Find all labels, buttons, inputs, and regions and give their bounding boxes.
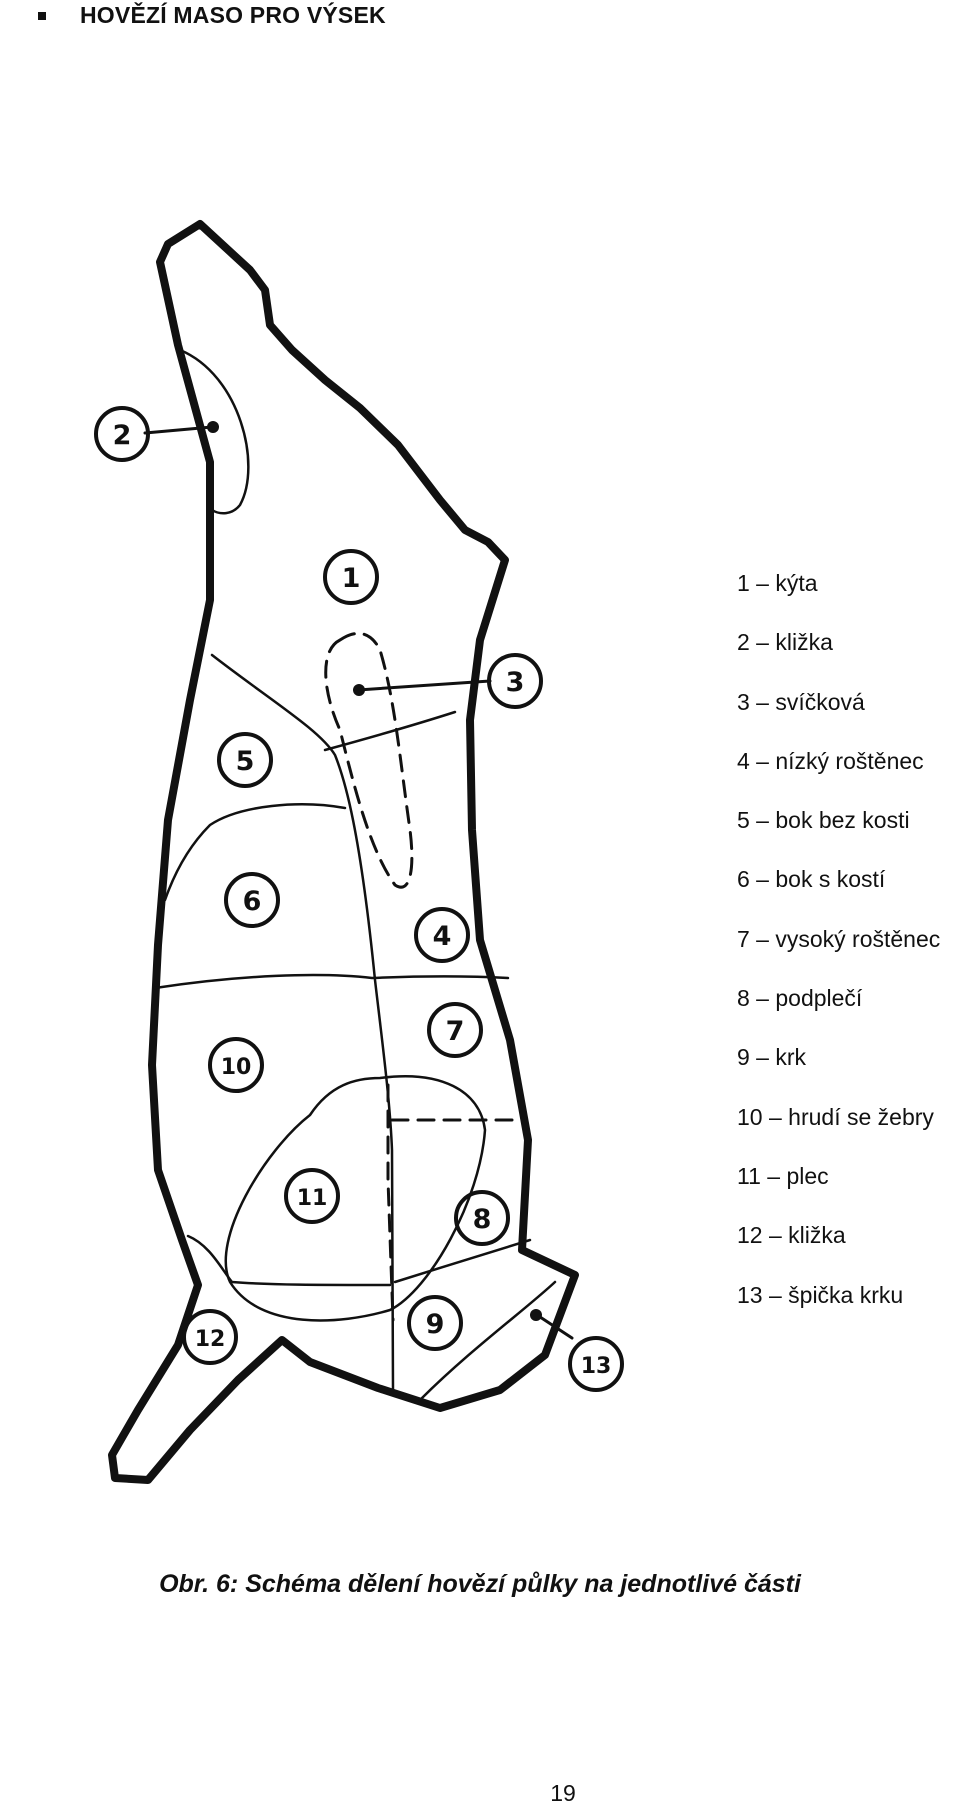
- label-10: 10: [221, 1055, 252, 1080]
- legend-item: 13 – špička krku: [737, 1281, 904, 1308]
- label-6: 6: [243, 886, 262, 917]
- label-7: 7: [446, 1016, 465, 1047]
- label-5: 5: [236, 746, 255, 777]
- legend-item: 12 – kližka: [737, 1222, 846, 1249]
- label-8: 8: [473, 1204, 492, 1235]
- legend-item: 3 – svíčková: [737, 688, 865, 715]
- legend-item: 6 – bok s kostí: [737, 866, 886, 893]
- label-12: 12: [195, 1327, 226, 1352]
- legend-list: 1 – kýta 2 – kližka 3 – svíčková 4 – níz…: [737, 554, 940, 1325]
- section-heading: HOVĚZÍ MASO PRO VÝSEK: [38, 2, 386, 29]
- label-9: 9: [426, 1309, 445, 1340]
- legend-item: 9 – krk: [737, 1044, 807, 1071]
- legend-item: 8 – podplečí: [737, 985, 863, 1012]
- page-number: 19: [550, 1780, 576, 1806]
- figure-caption: Obr. 6: Schéma dělení hovězí půlky na je…: [159, 1570, 801, 1598]
- label-13: 13: [581, 1354, 612, 1379]
- legend-item: 2 – kližka: [737, 629, 833, 656]
- label-1: 1: [342, 563, 361, 594]
- leader-line: [535, 1313, 574, 1340]
- division-line: [393, 1238, 532, 1284]
- division-line: [418, 1280, 557, 1402]
- carcass-outline: [108, 220, 579, 1484]
- label-11: 11: [297, 1186, 328, 1211]
- legend-item: 4 – nízký roštěnec: [737, 747, 924, 774]
- legend-item: 5 – bok bez kosti: [737, 807, 910, 834]
- division-line: [153, 973, 510, 990]
- leader-line: [356, 679, 492, 692]
- legend-item: 10 – hrudí se žebry: [737, 1103, 934, 1130]
- legend-item: 7 – vysoký roštěnec: [737, 925, 941, 952]
- tenderloin-dashed-outline: [324, 631, 414, 889]
- dashed-division-line: [386, 1083, 395, 1322]
- division-line: [163, 803, 347, 902]
- legend-item: 1 – kýta: [737, 570, 818, 596]
- division-line: [210, 653, 395, 1392]
- leader-line: [143, 425, 214, 435]
- region-2-line: [178, 348, 250, 515]
- division-line: [186, 1234, 392, 1287]
- label-3: 3: [506, 667, 525, 698]
- heading-text: HOVĚZÍ MASO PRO VÝSEK: [80, 2, 386, 28]
- label-2: 2: [113, 420, 132, 451]
- label-4: 4: [433, 921, 452, 952]
- bullet-square-icon: [38, 11, 46, 20]
- legend-item: 11 – plec: [737, 1162, 829, 1189]
